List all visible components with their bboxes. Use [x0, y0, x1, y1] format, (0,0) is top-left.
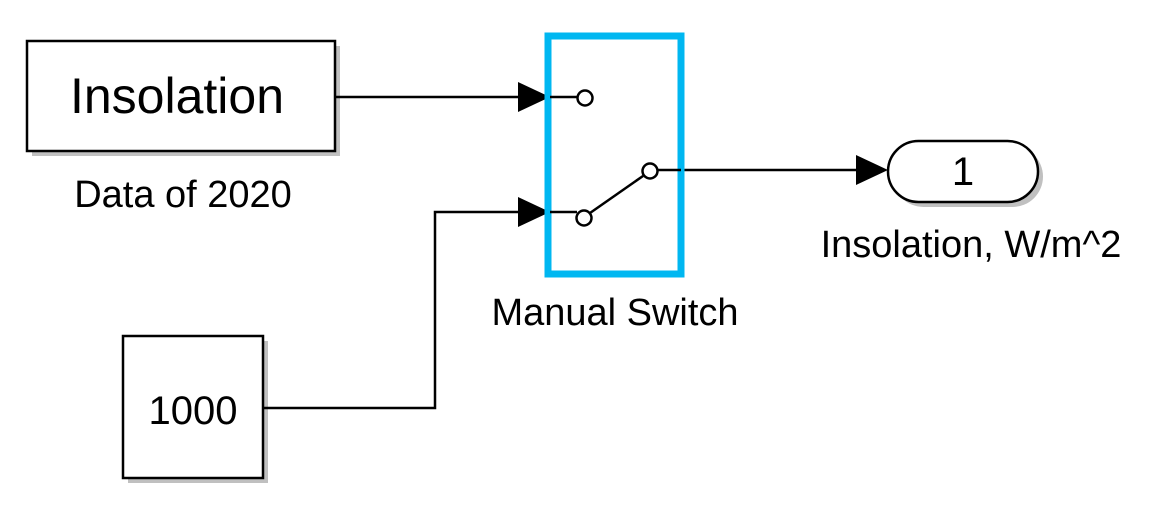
arrowhead-switch-input-2 [518, 197, 550, 227]
constant-block[interactable]: 1000 [121, 334, 268, 483]
manual-switch-block[interactable] [544, 32, 685, 278]
insolation-source-block[interactable]: Insolation [25, 39, 340, 156]
outport-block-body[interactable] [886, 139, 1040, 204]
outport-block-number: 1 [952, 150, 974, 194]
arrowhead-outport-input [856, 155, 888, 185]
manual-switch-highlight-border[interactable] [544, 32, 685, 278]
manual-switch-caption: Manual Switch [491, 292, 738, 334]
outport-block-caption: Insolation, W/m^2 [821, 224, 1122, 266]
constant-block-value: 1000 [149, 389, 238, 433]
outport-block[interactable]: 1 [886, 139, 1043, 207]
insolation-block-body[interactable] [25, 39, 337, 153]
arrowhead-switch-input-1 [518, 82, 550, 112]
wire-constant-to-switch[interactable] [263, 210, 520, 410]
switch-contact-output [641, 162, 659, 180]
switch-contact-1 [576, 89, 594, 107]
switch-contact-2 [575, 209, 593, 227]
insolation-block-label: Insolation [70, 68, 284, 124]
switch-lever[interactable] [589, 174, 644, 215]
insolation-block-caption: Data of 2020 [74, 174, 292, 216]
